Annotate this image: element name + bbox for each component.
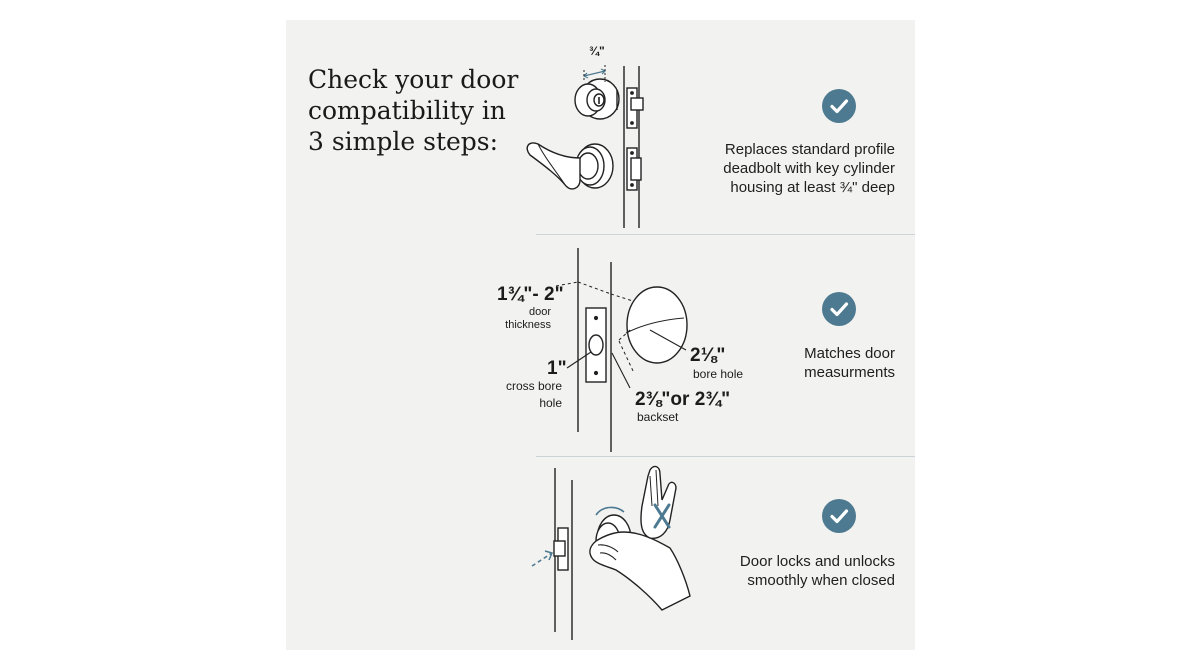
check-icon xyxy=(822,89,856,123)
bore-hole-value: 2⅛" xyxy=(690,345,725,366)
backset-caption: backset xyxy=(637,410,679,424)
check-icon xyxy=(822,292,856,326)
deadbolt-lever-illustration xyxy=(526,65,644,228)
step2-description: Matches door measurments xyxy=(690,344,895,382)
thumbturn-illustration xyxy=(531,465,691,640)
section-divider xyxy=(536,456,915,457)
step1-line: deadbolt with key cylinder xyxy=(723,160,895,177)
step3-line: smoothly when closed xyxy=(747,572,895,589)
deadbolt-depth-label: ¾" xyxy=(589,44,605,58)
cross-bore-caption: cross bore xyxy=(506,379,562,393)
check-icon xyxy=(822,499,856,533)
step2-line: measurments xyxy=(804,364,895,381)
page-title: Check your door compatibility in 3 simpl… xyxy=(308,64,538,157)
step3-description: Door locks and unlocks smoothly when clo… xyxy=(690,552,895,590)
backset-value: 2⅜"or 2¾" xyxy=(635,389,730,410)
step1-line: housing at least ¾" deep xyxy=(730,179,895,196)
step1-line: Replaces standard profile xyxy=(724,141,895,158)
step3-line: Door locks and unlocks xyxy=(739,553,895,570)
door-thickness-caption: thickness xyxy=(505,319,551,331)
title-line: compatibility in xyxy=(308,96,506,125)
title-line: Check your door xyxy=(308,65,519,94)
cross-bore-value: 1" xyxy=(547,358,567,379)
step2-line: Matches door xyxy=(804,345,895,362)
section-divider xyxy=(536,234,915,235)
title-line: 3 simple steps: xyxy=(308,127,499,156)
door-measurements-illustration xyxy=(555,248,688,452)
step1-description: Replaces standard profile deadbolt with … xyxy=(690,140,895,197)
cross-bore-caption: hole xyxy=(539,396,562,410)
door-thickness-value: 1¾"- 2" xyxy=(497,284,564,305)
door-thickness-caption: door xyxy=(529,306,551,318)
bore-hole-caption: bore hole xyxy=(693,367,743,381)
